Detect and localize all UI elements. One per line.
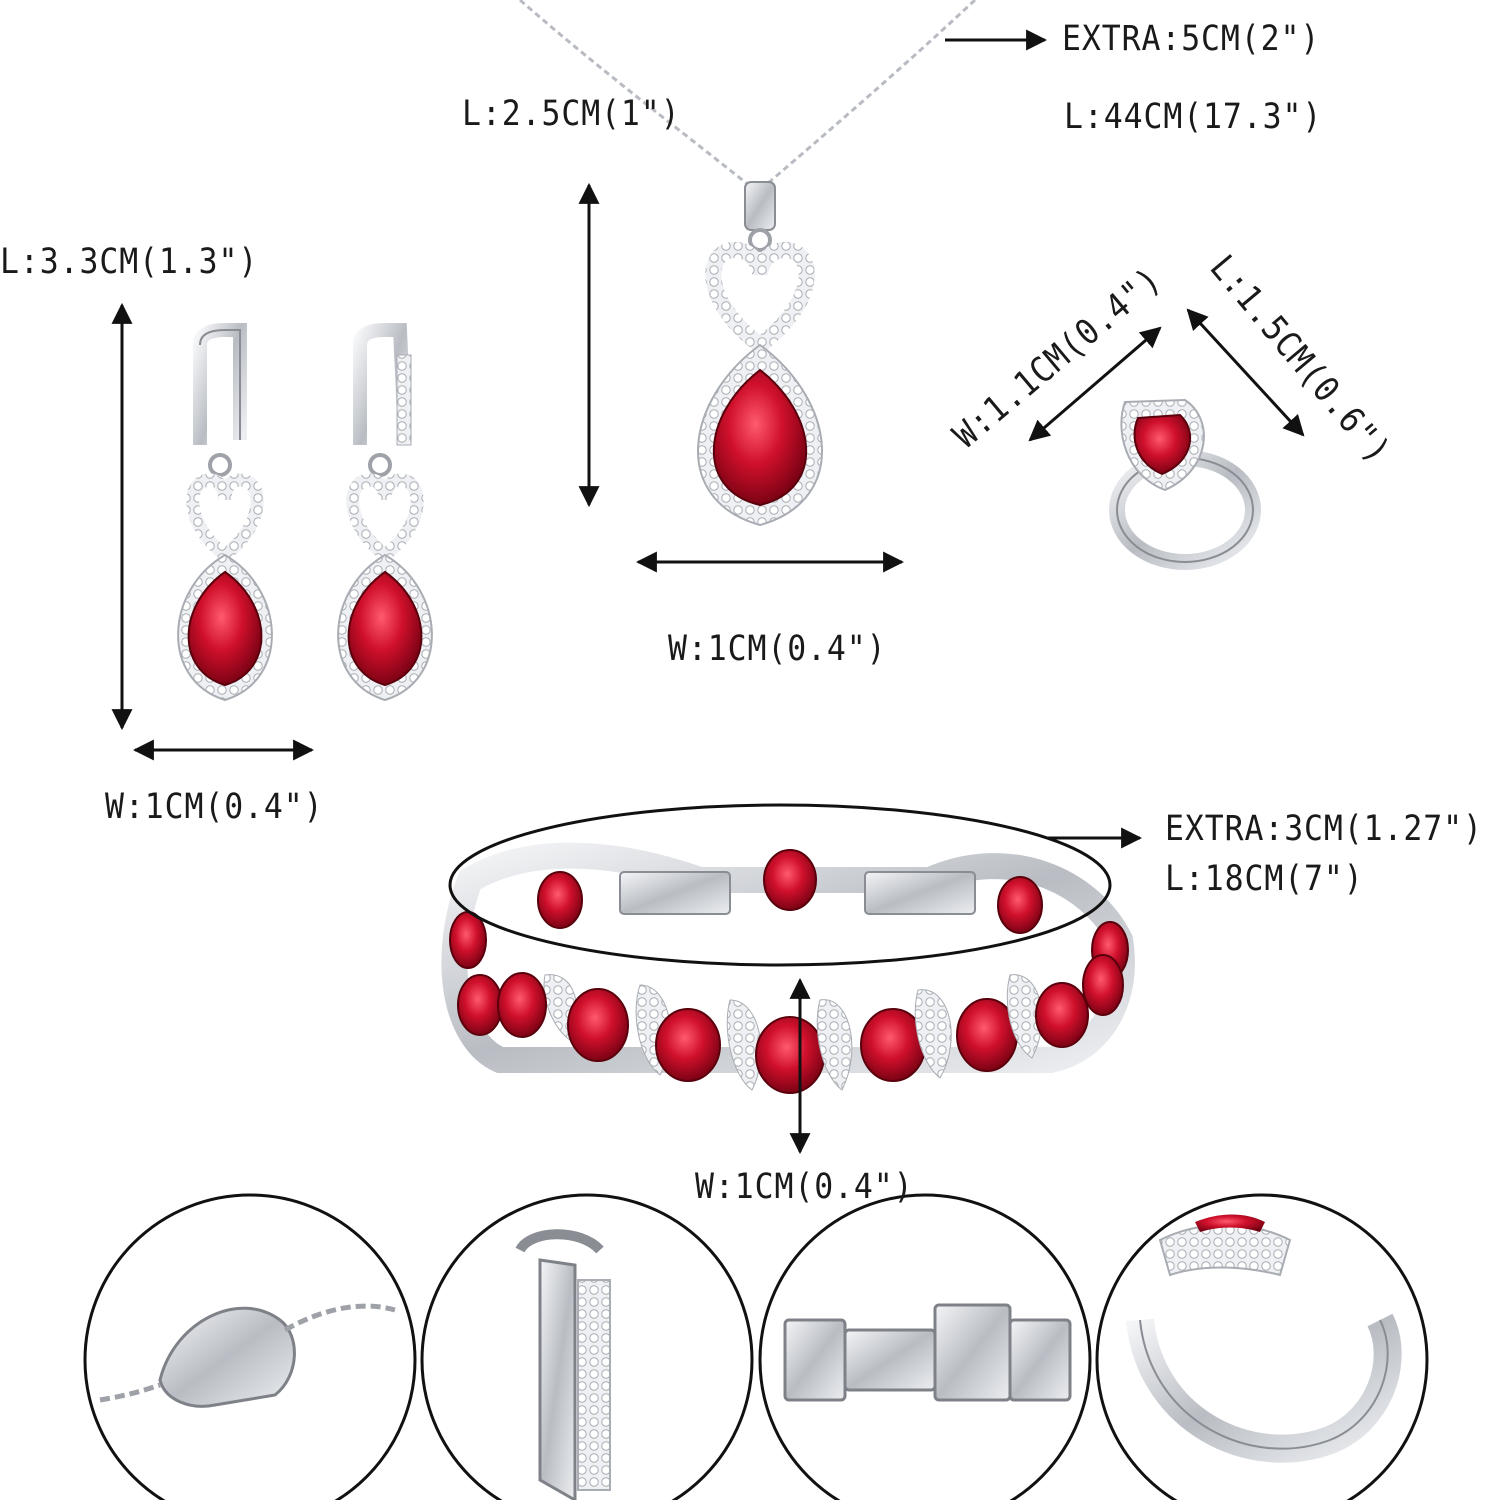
ring: [1109, 398, 1261, 570]
ring-length-arrow: [1186, 308, 1305, 437]
necklace-chain-left: [519, 0, 756, 192]
necklace-chain-right: [759, 0, 977, 192]
detail-lever-back: [420, 1193, 754, 1500]
necklace-bail: [744, 181, 776, 231]
fold-over-clasp-icon: [783, 1303, 1072, 1402]
bracelet-extra-length-label: EXTRA:3CM(1.27"): [1165, 809, 1483, 849]
pendant-length-label: L:2.5CM(1"): [462, 94, 681, 134]
bracelet-circumference-ellipse: [448, 803, 1112, 967]
earring-width-label: W:1CM(0.4"): [105, 787, 324, 827]
detail-adjustable-ring: [1095, 1193, 1429, 1500]
lever-back-hinge-icon: [538, 1258, 577, 1500]
necklace-ruby: [712, 368, 808, 507]
necklace: [519, 0, 977, 527]
bracelet: [441, 842, 1135, 1094]
necklace-heart: [705, 241, 815, 356]
earring-left: [177, 323, 273, 702]
ring-width-arrow: [1028, 326, 1162, 442]
pendant-width-label: W:1CM(0.4"): [668, 629, 887, 669]
necklace-length-label: L:44CM(17.3"): [1064, 97, 1323, 137]
earring-right: [337, 323, 433, 702]
necklace-extra-length-label: EXTRA:5CM(2"): [1062, 19, 1321, 59]
detail-fold-clasp: [758, 1193, 1092, 1500]
detail-lobster-clasp: [83, 1193, 417, 1500]
bracelet-width-label: W:1CM(0.4"): [695, 1167, 914, 1207]
earring-length-label: L:3.3CM(1.3"): [0, 242, 259, 282]
bracelet-length-label: L:18CM(7"): [1165, 859, 1364, 899]
lobster-clasp-icon: [158, 1306, 296, 1408]
